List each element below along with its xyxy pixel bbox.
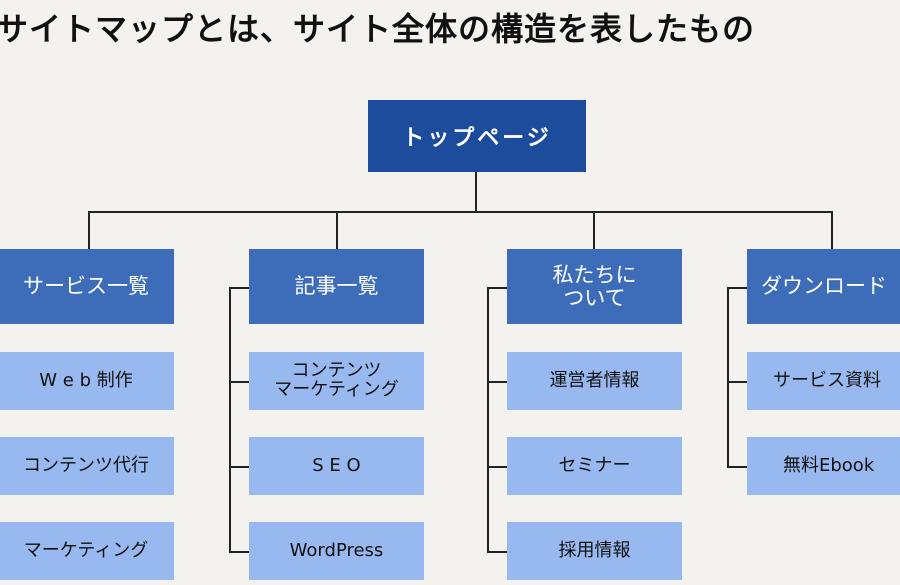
item-node-wordpress: WordPress [249, 522, 424, 580]
item-node-recruitment: 採用情報 [507, 522, 682, 580]
horizontal-bus [88, 211, 833, 213]
page-title: サイトマップとは、サイト全体の構造を表したもの [0, 10, 756, 48]
item-node-web-production: W e b 制作 [0, 352, 174, 410]
bracket-4-tick-cat [727, 287, 747, 289]
bracket-3-tick-cat [487, 287, 507, 289]
drop-line-1 [88, 211, 90, 249]
category-node-services: サービス一覧 [0, 249, 174, 324]
item-node-free-ebook: 無料Ebook [747, 437, 900, 495]
item-node-service-materials: サービス資料 [747, 352, 900, 410]
bracket-3-vertical [487, 287, 489, 552]
bracket-2-tick-3 [229, 551, 249, 553]
item-node-seminar: セミナー [507, 437, 682, 495]
bracket-4-tick-2 [727, 466, 747, 468]
root-stem [475, 172, 477, 212]
bracket-2-tick-2 [229, 466, 249, 468]
root-node-top-page: トップページ [368, 100, 586, 172]
bracket-3-tick-1 [487, 381, 507, 383]
bracket-4-vertical [727, 287, 729, 467]
bracket-3-tick-3 [487, 551, 507, 553]
drop-line-3 [593, 211, 595, 249]
bracket-2-tick-cat [229, 287, 249, 289]
bracket-3-tick-2 [487, 466, 507, 468]
item-node-operator-info: 運営者情報 [507, 352, 682, 410]
category-node-download: ダウンロード [747, 249, 900, 324]
drop-line-2 [336, 211, 338, 249]
item-node-content-marketing: コンテンツ マーケティング [249, 352, 424, 410]
bracket-4-tick-1 [727, 381, 747, 383]
drop-line-4 [831, 211, 833, 249]
category-node-articles: 記事一覧 [249, 249, 424, 324]
item-node-marketing: マーケティング [0, 522, 174, 580]
item-node-seo: S E O [249, 437, 424, 495]
item-node-content-agency: コンテンツ代行 [0, 437, 174, 495]
category-node-about-us: 私たちに ついて [507, 249, 682, 324]
bracket-2-tick-1 [229, 381, 249, 383]
bracket-2-vertical [229, 287, 231, 552]
